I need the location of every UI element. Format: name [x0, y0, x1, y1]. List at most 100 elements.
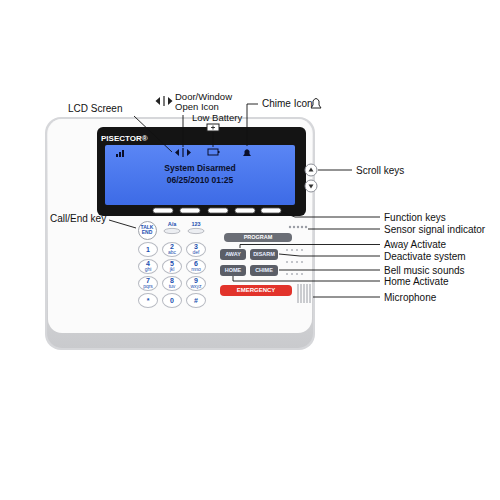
keypad-key: #	[186, 293, 206, 308]
grille-line	[304, 284, 305, 303]
button-subtext: def	[193, 250, 200, 255]
signal-bar	[116, 154, 118, 157]
button-text: 9	[194, 277, 198, 284]
indicator-dot	[305, 226, 307, 228]
button-text: #	[194, 297, 198, 304]
battery-tip	[218, 151, 220, 153]
leader-line	[279, 270, 380, 271]
indicator-dot	[301, 226, 303, 228]
button-subtext: mno	[191, 267, 201, 272]
door-symbol-bar	[163, 96, 164, 106]
button-text: PROGRAM	[244, 234, 273, 240]
button-text: 8	[170, 277, 174, 284]
callout-label: Home Activate	[384, 276, 448, 287]
leader-line	[240, 245, 380, 249]
leader-line	[279, 254, 380, 256]
scroll-key	[305, 180, 317, 192]
mode-key	[188, 228, 204, 233]
talk-end-key: TALK END	[138, 221, 157, 240]
keypad-key: 0	[162, 293, 182, 308]
button-text: DISARM	[253, 251, 275, 257]
door-icon	[175, 149, 191, 156]
door-icon-bar	[182, 148, 183, 157]
battery-icon	[208, 149, 218, 155]
function-key	[208, 208, 228, 213]
button-text: TALK END	[141, 225, 154, 236]
function-key	[180, 208, 200, 213]
grille-dot	[291, 261, 293, 263]
button-subtext: jkl	[170, 267, 175, 272]
button-text: System Disarmed	[164, 162, 235, 174]
button-text: 5	[170, 260, 174, 267]
button-text: 0	[170, 297, 174, 304]
home-button: HOME	[220, 265, 246, 276]
callout-label: Scroll keys	[356, 165, 404, 176]
keypad-key: 7pqrs	[138, 276, 158, 291]
button-text: 1	[146, 246, 150, 253]
key-label: A/a	[168, 221, 177, 227]
away-button: AWAY	[220, 249, 246, 260]
lcd-icons	[116, 148, 251, 157]
leader-line	[282, 212, 380, 217]
callout-label: Call/End key	[50, 213, 106, 224]
button-text: HOME	[225, 267, 242, 273]
leader-line	[183, 115, 184, 147]
housing-base	[47, 119, 313, 348]
signal-bar	[122, 150, 124, 157]
callout-label: Low Battery	[192, 113, 242, 123]
scroll-up-arrow	[309, 168, 314, 172]
grille-dot	[286, 249, 288, 251]
microphone-grille	[298, 284, 310, 303]
button-text: 7	[146, 277, 150, 284]
keypad-key: 9wxyz	[186, 276, 206, 291]
leader-lines	[109, 104, 380, 297]
battery-plus	[211, 126, 215, 130]
function-key	[261, 208, 281, 213]
emergency-button: EMERGENCY	[220, 285, 292, 296]
leader-line	[233, 276, 380, 281]
grille-dot	[301, 261, 303, 263]
callout-label: Away Activate	[384, 239, 446, 250]
button-subtext: pqrs	[143, 284, 153, 289]
callout-label: Bell music sounds	[384, 265, 465, 276]
signal-bar	[119, 152, 121, 157]
grille-dot	[291, 249, 293, 251]
grille-dot	[286, 273, 288, 275]
callout-label: LCD Screen	[68, 103, 122, 114]
speaker-grille	[286, 249, 303, 275]
grille-dot	[296, 261, 298, 263]
brand-logo: PISECTOR®	[101, 134, 148, 143]
keypad-key: 1	[138, 242, 158, 257]
sensor-indicator	[289, 226, 307, 228]
button-text: CHIME	[255, 267, 273, 273]
key-label: 123	[191, 221, 200, 227]
leader-line	[308, 229, 380, 230]
grille-dot	[301, 273, 303, 275]
keypad-key: *	[138, 293, 158, 308]
keypad-key: 5jkl	[162, 259, 182, 274]
leader-line	[109, 220, 136, 228]
disarm-button: DISARM	[250, 249, 278, 260]
button-text: 3	[194, 243, 198, 250]
lcd-display: System Disarmed06/25/2010 01:25	[105, 145, 295, 205]
button-text: 6	[194, 260, 198, 267]
housing-outline	[45, 117, 315, 350]
indicator-dot	[297, 226, 299, 228]
button-text: EMERGENCY	[237, 287, 276, 294]
keypad-key: 8tuv	[162, 276, 182, 291]
grille-line	[310, 284, 311, 303]
button-subtext: ghi	[145, 267, 152, 272]
bell-icon	[243, 149, 251, 156]
button-text: 2	[170, 243, 174, 250]
grille-dot	[296, 273, 298, 275]
button-text: AWAY	[225, 251, 241, 257]
leader-line	[247, 104, 258, 146]
callout-label: Sensor signal indicator	[384, 224, 485, 235]
door-symbol	[156, 97, 173, 105]
button-subtext: abc	[168, 250, 176, 255]
callout-label: Function keys	[384, 212, 446, 223]
leader-line	[313, 297, 380, 298]
button-subtext: wxyz	[190, 284, 201, 289]
callout-label: Door/Window Open Icon	[175, 92, 235, 112]
